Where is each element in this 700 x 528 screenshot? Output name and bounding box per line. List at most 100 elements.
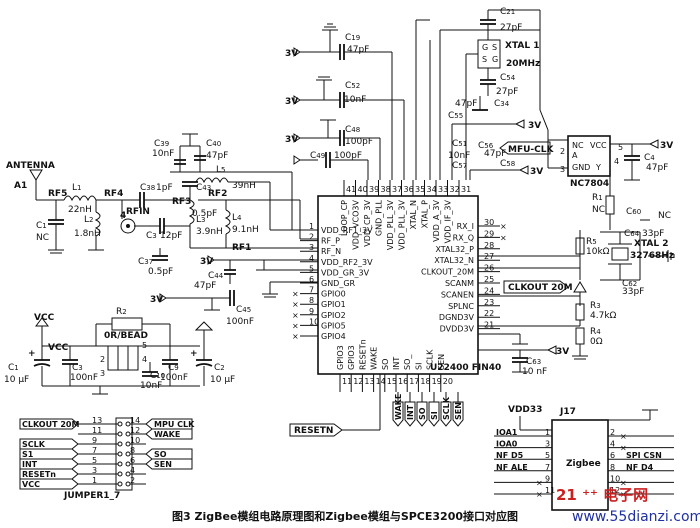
nc-mark: × (500, 233, 507, 242)
jumper-left-tag (19, 468, 79, 480)
signal-flag (440, 401, 452, 427)
ic-pin-num: 34 (427, 185, 437, 194)
nc-mark: × (292, 290, 299, 299)
ic-pin-num: 1 (309, 222, 314, 231)
svg-text:C38: C38 (140, 183, 155, 193)
ic-pin-name: XTAL32_N (434, 256, 474, 265)
nc-mark: × (620, 432, 627, 441)
svg-text:C21: C21 (500, 7, 515, 17)
jumper-pin-num: 5 (92, 456, 97, 465)
c56-value: 47pF (484, 149, 506, 159)
resetn-tag: RESETN (289, 374, 381, 437)
svg-text:L5: L5 (216, 165, 225, 175)
svg-text:2: 2 (100, 355, 105, 364)
ic-pin-num: 27 (484, 252, 494, 261)
ic-pin-name: GPIO2 (321, 311, 346, 320)
j17-pin-num: 1 (545, 428, 550, 437)
jumper-pin-num: 6 (130, 456, 135, 465)
svg-text:3V: 3V (530, 167, 543, 177)
clkout-tag: CLKOUT 20M (508, 283, 573, 293)
svg-text:C49: C49 (310, 151, 325, 161)
power-3v: 3V (285, 49, 298, 59)
svg-text:3V: 3V (528, 121, 541, 131)
j17-pin-num: 11 (545, 486, 555, 495)
jumper-pin-num: 12 (130, 426, 140, 435)
right-side: CLKOUT 20M R3 4.7kΩ R4 0Ω 3V C63 10 nF (478, 280, 617, 377)
ic-pin-name: VDD_PLL_3V (386, 199, 395, 250)
ic-pin-name: RX_Q (453, 233, 474, 242)
watermark-logo: 21 ⁺⁺ 电子网 (556, 486, 648, 504)
ic-pin-name: SEN (437, 354, 446, 370)
main-ic-name: U22400 FIN40 (430, 363, 501, 373)
xtal1-freq: 20MHz (506, 59, 540, 69)
jumper-pin-num: 10 (130, 436, 140, 445)
svg-text:L3: L3 (196, 215, 205, 225)
ic-pin-num: 21 (484, 321, 494, 330)
svg-text:C58: C58 (500, 159, 515, 169)
svg-text:RESETN: RESETN (294, 426, 333, 436)
svg-text:C60: C60 (626, 207, 641, 217)
jumper-pin-num: 14 (130, 416, 140, 425)
c4-value: 47pF (646, 163, 668, 173)
svg-text:R2: R2 (116, 307, 127, 317)
j17-pin-num: 5 (545, 451, 550, 460)
ic-pin-name: XTAL32_P (435, 245, 474, 254)
svg-text:C1: C1 (36, 221, 47, 231)
j17-pin-num: 2 (610, 428, 615, 437)
c1-power-value: 10 μF (4, 375, 29, 385)
ic-pin-name: INT (392, 357, 401, 370)
j17-pin-num: 3 (545, 440, 550, 449)
svg-text:S: S (482, 55, 487, 64)
j17-left-label: IOA0 (496, 440, 518, 449)
j17-right-label: SPI CSN (626, 451, 662, 460)
c40-value: 47pF (206, 151, 228, 161)
svg-text:3: 3 (560, 165, 565, 174)
svg-text:C57: C57 (452, 161, 467, 171)
ic-pin-name: VDD_GR_3V (321, 268, 370, 277)
svg-text:3V: 3V (285, 97, 298, 107)
c3-power-value: 100nF (70, 373, 98, 383)
svg-text:C62: C62 (622, 279, 637, 289)
ic-pin-name: SO (381, 359, 390, 370)
ic-pin-name: GPIO3 (347, 345, 356, 370)
j17-pin-num: 4 (610, 440, 615, 449)
ic-pin-num: 22 (484, 309, 494, 318)
nc-mark: × (292, 332, 299, 341)
svg-text:C54: C54 (500, 73, 516, 83)
svg-text:C48: C48 (345, 125, 360, 135)
c48-value: 100pF (345, 137, 373, 147)
ic-pin-num: 30 (484, 218, 494, 227)
ic-pin-name: SCANEN (441, 290, 474, 299)
ic-pin-name: LOOP_CP (340, 200, 349, 236)
nc-mark: × (292, 311, 299, 320)
svg-text:C63: C63 (526, 357, 541, 367)
svg-text:C56: C56 (478, 141, 494, 151)
svg-text:C52: C52 (345, 81, 360, 91)
jumper-pin-num: 4 (130, 466, 135, 475)
l1-value: 22nH (68, 205, 92, 215)
svg-text:L4: L4 (232, 213, 242, 223)
svg-text:C3: C3 (146, 231, 157, 241)
ic-pin-name: SPLNC (448, 302, 474, 311)
jumper-left-tag (19, 448, 79, 460)
ic-pin-name: GPIO3 (336, 345, 345, 370)
ic-pin-num: 24 (484, 286, 494, 295)
ic-pin-num: 35 (415, 185, 425, 194)
svg-text:G: G (482, 43, 488, 52)
ic-pin-num: 2 (309, 233, 314, 242)
jumper-left-label: CLKOUT 20M (22, 420, 79, 429)
j17-pin-num: 12 (610, 486, 620, 495)
svg-text:C34: C34 (494, 99, 510, 109)
svg-text:3V: 3V (660, 141, 673, 151)
ic-pin-name: VDD_RF1_3V (321, 226, 373, 235)
nc-mark: × (292, 321, 299, 330)
ic-pin-num: 9 (309, 307, 314, 316)
jumper-right-tag (145, 458, 193, 470)
reg-pin-vcc: VCC (590, 141, 607, 150)
c64-value: 33pF (642, 229, 664, 239)
svg-text:G: G (492, 55, 498, 64)
j17-pin-num: 8 (610, 463, 615, 472)
ic-pin-num: 18 (420, 377, 430, 386)
svg-text:C55: C55 (448, 111, 463, 121)
vdd33-label: VDD33 (508, 405, 542, 415)
